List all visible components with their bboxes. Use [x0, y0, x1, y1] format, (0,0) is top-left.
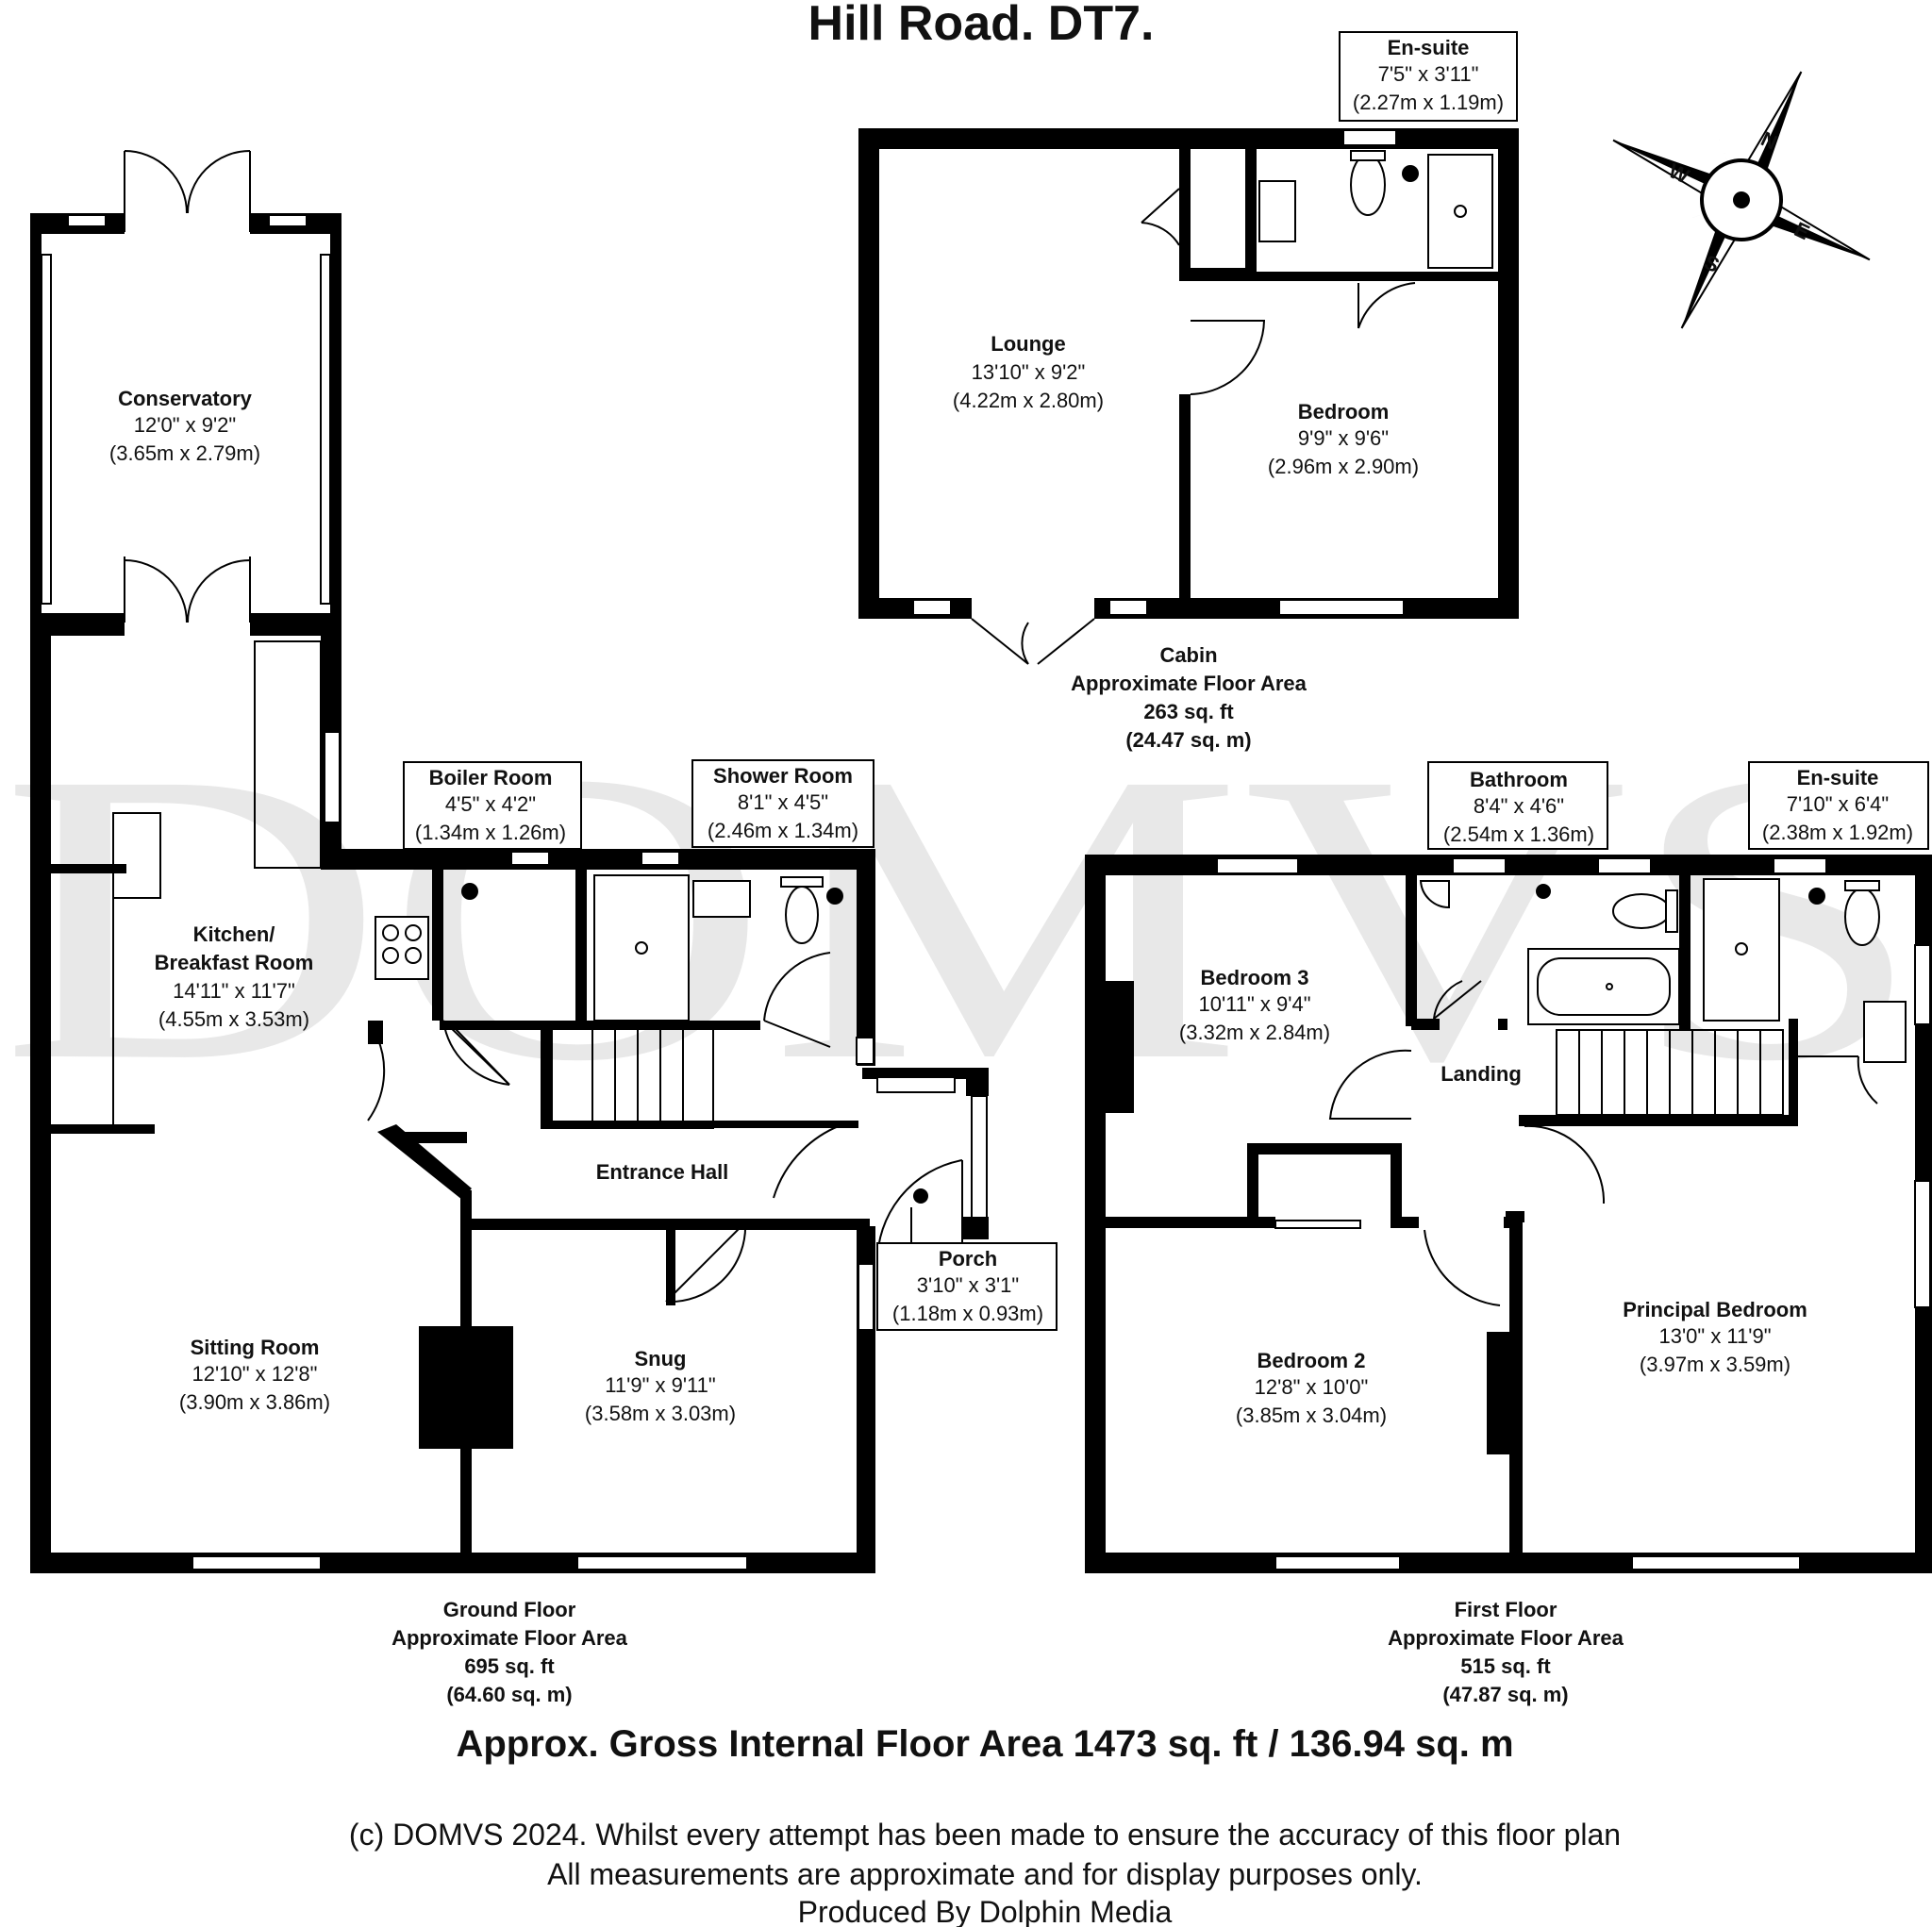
room-name: Lounge	[991, 332, 1065, 356]
floor-area-label: Approximate Floor Area	[391, 1626, 628, 1650]
room-dimensions-imperial: 12'8" x 10'0"	[1255, 1375, 1369, 1399]
room-name: Shower Room	[713, 764, 853, 788]
room-conservatory: Conservatory 12'0" x 9'2" (3.65m x 2.79m…	[109, 387, 260, 465]
room-name: Bedroom 3	[1201, 966, 1309, 989]
first-floor-plan	[1085, 855, 1932, 1573]
room-name: Principal Bedroom	[1623, 1298, 1807, 1321]
room-kitchen: Kitchen/ Breakfast Room 14'11" x 11'7" (…	[155, 922, 314, 1031]
room-name: Kitchen/	[193, 922, 275, 946]
room-dimensions-imperial: 13'10" x 9'2"	[972, 360, 1086, 384]
room-snug: Snug 11'9" x 9'11" (3.58m x 3.03m)	[585, 1347, 736, 1425]
room-principal-bedroom: Principal Bedroom 13'0" x 11'9" (3.97m x…	[1623, 1298, 1807, 1376]
ground-floor-area: Ground Floor Approximate Floor Area 695 …	[391, 1598, 628, 1706]
room-dimensions-imperial: 7'10" x 6'4"	[1787, 792, 1889, 816]
ground-floor-labels: Conservatory 12'0" x 9'2" (3.65m x 2.79m…	[109, 387, 1058, 1706]
room-dimensions-metric: (2.27m x 1.19m)	[1353, 91, 1504, 114]
room-dimensions-metric: (4.55m x 3.53m)	[158, 1007, 309, 1031]
floor-area-sqm: (64.60 sq. m)	[446, 1683, 572, 1706]
room-dimensions-imperial: 13'0" x 11'9"	[1658, 1324, 1771, 1348]
room-porch: Porch 3'10" x 3'1" (1.18m x 0.93m)	[876, 1242, 1058, 1331]
room-dimensions-metric: (1.34m x 1.26m)	[415, 821, 566, 844]
floor-name: Cabin	[1159, 643, 1217, 667]
floor-area-sqft: 263 sq. ft	[1143, 700, 1234, 723]
room-dimensions-imperial: 8'4" x 4'6"	[1474, 794, 1564, 818]
room-bedroom-3: Bedroom 3 10'11" x 9'4" (3.32m x 2.84m)	[1179, 966, 1330, 1044]
room-shower: Shower Room 8'1" x 4'5" (2.46m x 1.34m)	[691, 759, 874, 848]
room-dimensions-metric: (4.22m x 2.80m)	[953, 389, 1104, 412]
room-dimensions-metric: (2.54m x 1.36m)	[1443, 822, 1594, 846]
room-name: Landing	[1441, 1062, 1522, 1086]
room-name: En-suite	[1797, 766, 1879, 789]
room-ff-ensuite: En-suite 7'10" x 6'4" (2.38m x 1.92m)	[1748, 761, 1929, 850]
room-name: En-suite	[1388, 36, 1470, 59]
floor-name: First Floor	[1455, 1598, 1557, 1621]
first-floor-area: First Floor Approximate Floor Area 515 s…	[1388, 1598, 1624, 1706]
first-floor-labels: Bathroom 8'4" x 4'6" (2.54m x 1.36m) En-…	[1179, 761, 1929, 1706]
floor-area-sqft: 695 sq. ft	[464, 1654, 555, 1678]
room-dimensions-imperial: 11'9" x 9'11"	[605, 1373, 715, 1397]
plan-title: Hill Road. DT7.	[808, 0, 1155, 51]
room-dimensions-imperial: 12'0" x 9'2"	[134, 413, 236, 437]
cabin-plan	[858, 128, 1519, 665]
floor-area-sqm: (47.87 sq. m)	[1442, 1683, 1568, 1706]
room-dimensions-metric: (3.85m x 3.04m)	[1236, 1404, 1387, 1427]
room-dimensions-metric: (3.58m x 3.03m)	[585, 1402, 736, 1425]
room-dimensions-metric: (1.18m x 0.93m)	[892, 1302, 1043, 1325]
room-dimensions-imperial: 8'1" x 4'5"	[738, 790, 828, 814]
room-dimensions-metric: (2.38m x 1.92m)	[1762, 821, 1913, 844]
floor-name: Ground Floor	[443, 1598, 576, 1621]
room-dimensions-metric: (2.46m x 1.34m)	[708, 819, 858, 842]
disclaimer-line-3: Produced By Dolphin Media	[798, 1895, 1173, 1927]
room-name: Sitting Room	[191, 1336, 320, 1359]
room-lounge: Lounge 13'10" x 9'2" (4.22m x 2.80m)	[953, 332, 1104, 412]
room-cabin-ensuite: En-suite 7'5" x 3'11" (2.27m x 1.19m)	[1339, 31, 1518, 122]
disclaimer-line-2: All measurements are approximate and for…	[547, 1857, 1423, 1891]
room-name: Entrance Hall	[596, 1160, 729, 1184]
room-dimensions-imperial: 4'5" x 4'2"	[445, 792, 536, 816]
room-dimensions-imperial: 7'5" x 3'11"	[1378, 62, 1479, 86]
room-sitting: Sitting Room 12'10" x 12'8" (3.90m x 3.8…	[179, 1336, 330, 1414]
room-bedroom-2: Bedroom 2 12'8" x 10'0" (3.85m x 3.04m)	[1236, 1349, 1387, 1427]
room-dimensions-imperial: 14'11" x 11'7"	[173, 979, 295, 1003]
gross-internal-area: Approx. Gross Internal Floor Area 1473 s…	[456, 1723, 1513, 1765]
cabin-labels: En-suite 7'5" x 3'11" (2.27m x 1.19m) Lo…	[953, 31, 1518, 752]
floor-area-label: Approximate Floor Area	[1388, 1626, 1624, 1650]
cabin-floor-area: Cabin Approximate Floor Area 263 sq. ft …	[1071, 643, 1307, 752]
room-dimensions-imperial: 9'9" x 9'6"	[1298, 426, 1389, 450]
room-name: Snug	[635, 1347, 687, 1370]
room-name-line2: Breakfast Room	[155, 951, 314, 974]
room-landing: Landing	[1441, 1062, 1522, 1086]
room-name: Boiler Room	[429, 766, 553, 789]
floor-area-sqm: (24.47 sq. m)	[1125, 728, 1251, 752]
room-dimensions-metric: (3.65m x 2.79m)	[109, 441, 260, 465]
disclaimer: (c) DOMVS 2024. Whilst every attempt has…	[349, 1818, 1621, 1927]
room-dimensions-metric: (3.90m x 3.86m)	[179, 1390, 330, 1414]
room-name: Bedroom 2	[1257, 1349, 1366, 1372]
room-name: Bathroom	[1470, 768, 1568, 791]
room-entrance-hall: Entrance Hall	[596, 1160, 729, 1184]
room-boiler: Boiler Room 4'5" x 4'2" (1.34m x 1.26m)	[403, 761, 582, 850]
room-name: Bedroom	[1298, 400, 1390, 424]
room-dimensions-metric: (2.96m x 2.90m)	[1268, 455, 1419, 478]
room-dimensions-imperial: 3'10" x 3'1"	[917, 1273, 1019, 1297]
ground-floor-plan	[30, 150, 989, 1573]
room-name: Conservatory	[118, 387, 253, 410]
room-bathroom: Bathroom 8'4" x 4'6" (2.54m x 1.36m)	[1427, 761, 1608, 850]
disclaimer-line-1: (c) DOMVS 2024. Whilst every attempt has…	[349, 1818, 1621, 1852]
room-dimensions-metric: (3.32m x 2.84m)	[1179, 1021, 1330, 1044]
room-dimensions-imperial: 12'10" x 12'8"	[192, 1362, 318, 1386]
room-cabin-bedroom: Bedroom 9'9" x 9'6" (2.96m x 2.90m)	[1268, 400, 1419, 478]
room-dimensions-imperial: 10'11" x 9'4"	[1198, 992, 1310, 1016]
room-dimensions-metric: (3.97m x 3.59m)	[1640, 1353, 1790, 1376]
floor-area-sqft: 515 sq. ft	[1460, 1654, 1551, 1678]
floor-area-label: Approximate Floor Area	[1071, 672, 1307, 695]
room-name: Porch	[939, 1247, 997, 1271]
compass-icon: N E S W	[1612, 71, 1871, 329]
